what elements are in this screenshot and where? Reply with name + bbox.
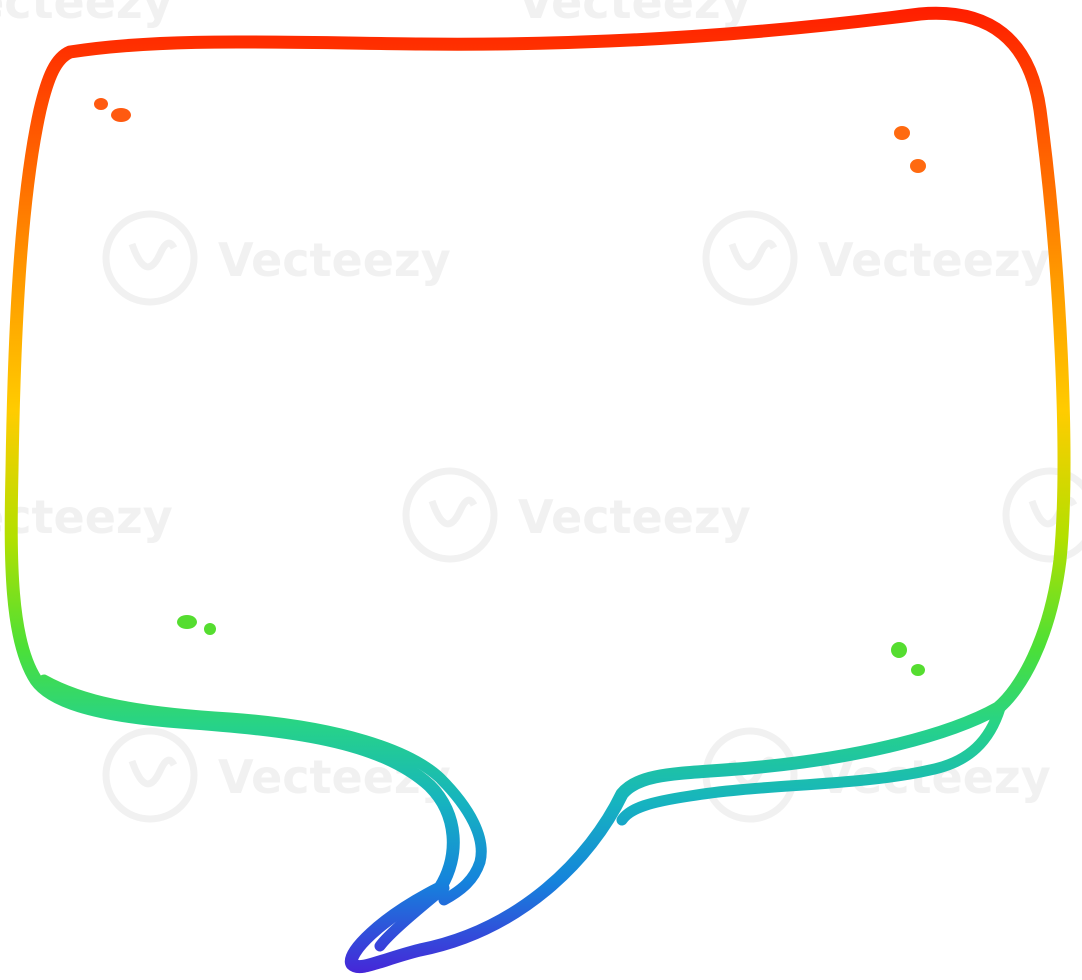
watermark-layer: Vecteezy Vecteezy Vecteezy Vecteezy Vect… bbox=[0, 0, 1082, 823]
watermark-text: Vecteezy bbox=[818, 233, 1051, 287]
watermark-text: Vecteezy bbox=[0, 490, 173, 544]
bubble-outline bbox=[4, 6, 1071, 974]
sparkle-mark bbox=[204, 623, 216, 635]
sparkle-marks bbox=[94, 98, 926, 676]
sparkle-mark bbox=[177, 615, 197, 629]
bubble-tail-inner bbox=[374, 882, 450, 952]
watermark-logo bbox=[402, 467, 498, 563]
watermark-text: Vecteezy bbox=[518, 0, 751, 29]
watermark-logo bbox=[1002, 467, 1082, 563]
watermark-text: Vecteezy bbox=[518, 490, 751, 544]
speech-bubble bbox=[4, 6, 1071, 974]
watermark-logo bbox=[102, 727, 198, 823]
sparkle-mark bbox=[111, 108, 131, 122]
bubble-inner-line-right bbox=[616, 702, 1006, 826]
sparkle-mark bbox=[910, 159, 926, 173]
sparkle-mark bbox=[911, 664, 925, 676]
sparkle-mark bbox=[894, 126, 910, 140]
bubble-inner-line-left bbox=[38, 674, 487, 906]
watermark-text: Vecteezy bbox=[0, 0, 173, 29]
watermark-logo bbox=[702, 210, 798, 306]
sparkle-mark bbox=[94, 98, 108, 110]
watermark-text: Vecteezy bbox=[218, 233, 451, 287]
watermark-logo bbox=[102, 210, 198, 306]
sparkle-mark bbox=[891, 642, 907, 658]
